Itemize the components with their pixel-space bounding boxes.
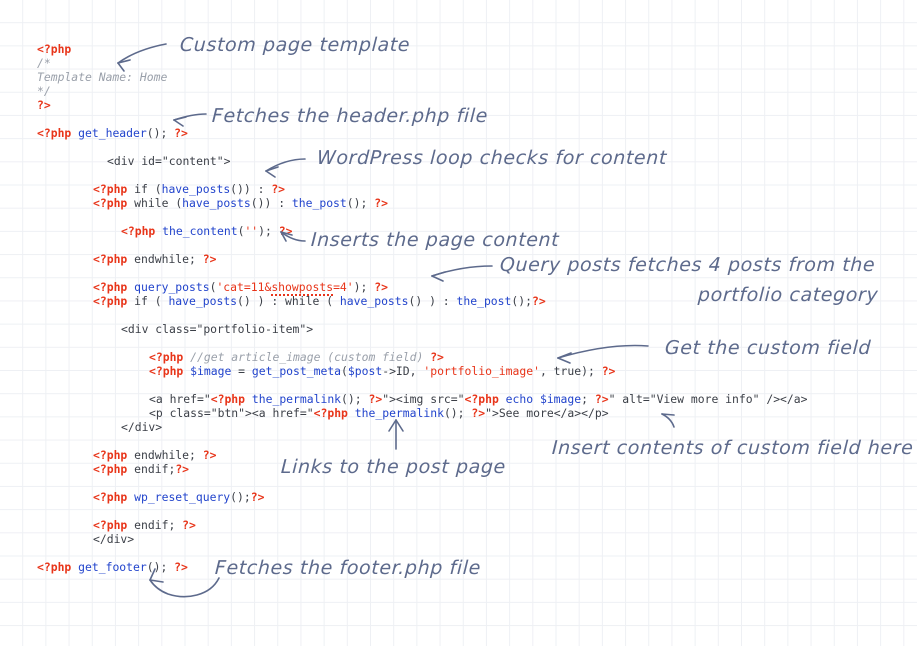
code-line: <?php $image = get_post_meta($post->ID, … [149,364,616,378]
code-line: <?php get_footer(); ?> [37,560,188,574]
code-line: <?php [37,42,72,56]
code-line: <?php wp_reset_query();?> [93,490,265,504]
code-line: <a href="<?php the_permalink(); ?>"><img… [149,392,808,406]
code-line: /* [37,56,51,70]
code-line: <?php while (have_posts()) : the_post();… [93,196,388,210]
code-line: <div id="content"> [107,154,231,168]
code-line: </div> [121,420,163,434]
code-line: </div> [93,532,135,546]
code-line: <?php the_content(''); ?> [121,224,293,238]
code-line: <?php get_header(); ?> [37,126,188,140]
code-line: <?php query_posts('cat=11&showposts=4');… [93,280,388,296]
code-line: <p class="btn"><a href="<?php the_permal… [149,406,609,420]
code-line: <?php endif;?> [93,462,190,476]
code-line: Template Name: Home [37,70,168,84]
code-line: <?php if ( have_posts() ) : while ( have… [93,294,546,308]
code-line: <?php if (have_posts()) : ?> [93,182,286,196]
code-line: <?php //get article_image (custom field)… [149,350,444,364]
code-line: */ [37,84,51,98]
code-line: <?php endwhile; ?> [93,448,217,462]
code-line: <?php endif; ?> [93,518,196,532]
code-line: <?php endwhile; ?> [93,252,217,266]
code-line: <div class="portfolio-item"> [121,322,314,336]
code-line: ?> [37,98,51,112]
